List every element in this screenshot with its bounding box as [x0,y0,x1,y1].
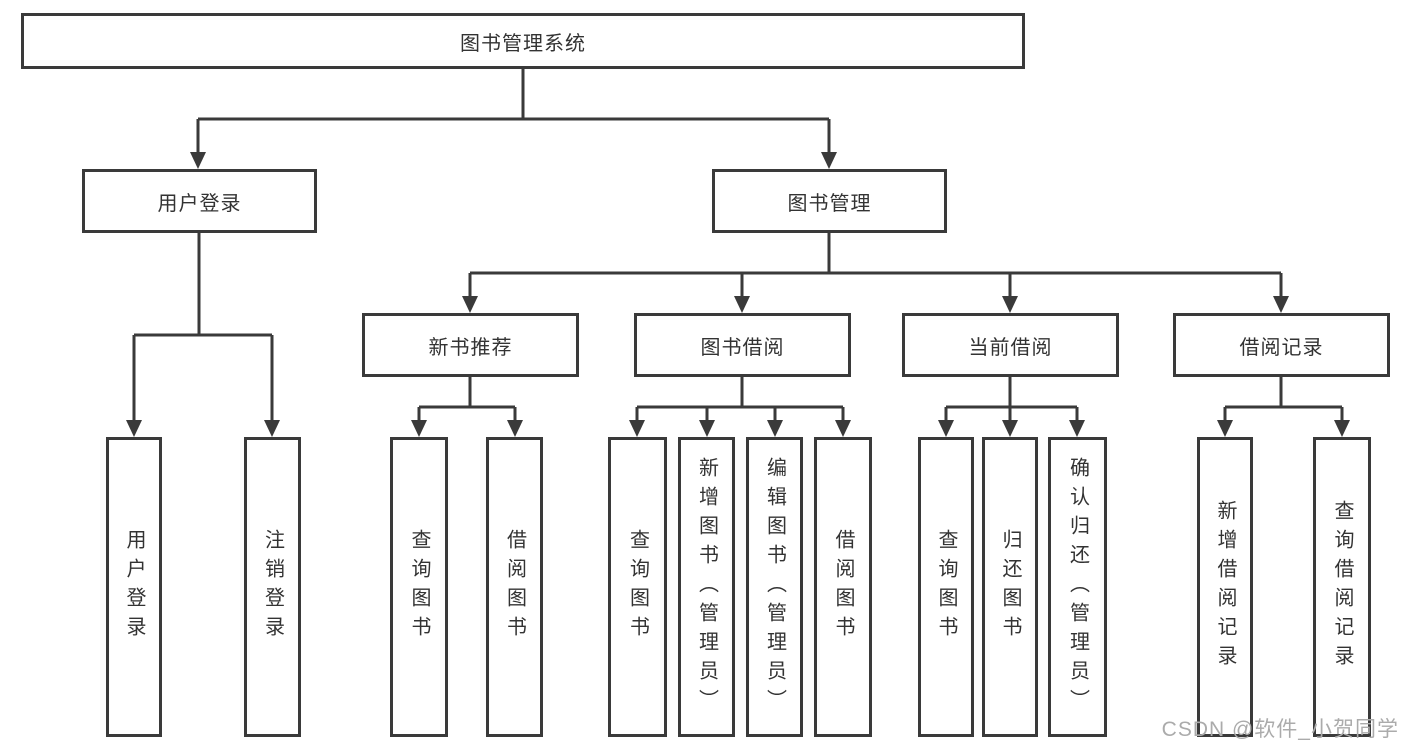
node-new-book-recommend-label: 新书推荐 [428,336,513,359]
leaf-borrow-borrow-books-label: 借阅图书 [832,529,854,645]
node-user-login-label: 用户登录 [157,192,242,215]
leaf-newbook-borrow-books-label: 借阅图书 [503,529,526,645]
connector-bookborrow-to-children [635,377,845,424]
node-book-borrow-label: 图书借阅 [700,336,785,359]
leaf-current-query-books-label: 查询图书 [935,529,957,645]
node-current-borrow-label: 当前借阅 [968,336,1053,359]
leaf-records-add-record: 新增借阅记录 [1197,437,1253,737]
leaf-borrow-add-book-admin: 新增图书（管理员） [678,437,735,737]
leaf-newbook-query-books: 查询图书 [390,437,448,737]
leaf-borrow-edit-book-admin: 编辑图书（管理员） [746,437,803,737]
node-current-borrow: 当前借阅 [902,313,1119,377]
node-new-book-recommend: 新书推荐 [362,313,579,377]
leaf-current-return-books-label: 归还图书 [999,529,1021,645]
node-borrow-records: 借阅记录 [1173,313,1390,377]
leaf-borrow-borrow-books: 借阅图书 [814,437,872,737]
node-system-root-label: 图书管理系统 [460,32,586,55]
connector-records-to-children [1223,377,1344,424]
leaf-current-query-books: 查询图书 [918,437,974,737]
connector-userlogin-to-children [132,233,274,424]
leaf-records-query-record: 查询借阅记录 [1313,437,1371,737]
node-user-login: 用户登录 [82,169,317,233]
node-borrow-records-label: 借阅记录 [1239,336,1324,359]
node-book-management-label: 图书管理 [787,192,872,215]
connector-root-to-level2 [196,69,831,156]
connector-newbook-to-children [417,377,517,424]
node-book-management: 图书管理 [712,169,947,233]
leaf-user-login: 用户登录 [106,437,162,737]
leaf-newbook-query-books-label: 查询图书 [408,529,430,645]
leaf-newbook-borrow-books: 借阅图书 [486,437,543,737]
connector-bookmgmt-to-level3 [468,233,1283,300]
leaf-current-return-books: 归还图书 [982,437,1038,737]
leaf-borrow-query-books-label: 查询图书 [626,529,649,645]
leaf-current-confirm-return-admin: 确认归还（管理员） [1048,437,1107,737]
leaf-borrow-query-books: 查询图书 [608,437,667,737]
leaf-records-query-record-label: 查询借阅记录 [1331,500,1353,674]
leaf-current-confirm-return-admin-label: 确认归还（管理员） [1066,456,1089,718]
leaf-logout-label: 注销登录 [261,529,284,645]
node-system-root: 图书管理系统 [21,13,1025,69]
csdn-watermark: CSDN @软件_小贺同学 [1161,718,1399,741]
leaf-user-login-label: 用户登录 [123,529,145,645]
node-book-borrow: 图书借阅 [634,313,851,377]
connector-currentborrow-to-children [944,377,1079,424]
leaf-borrow-add-book-admin-label: 新增图书（管理员） [695,456,718,718]
leaf-records-add-record-label: 新增借阅记录 [1214,500,1236,674]
leaf-borrow-edit-book-admin-label: 编辑图书（管理员） [763,456,786,718]
leaf-logout: 注销登录 [244,437,301,737]
